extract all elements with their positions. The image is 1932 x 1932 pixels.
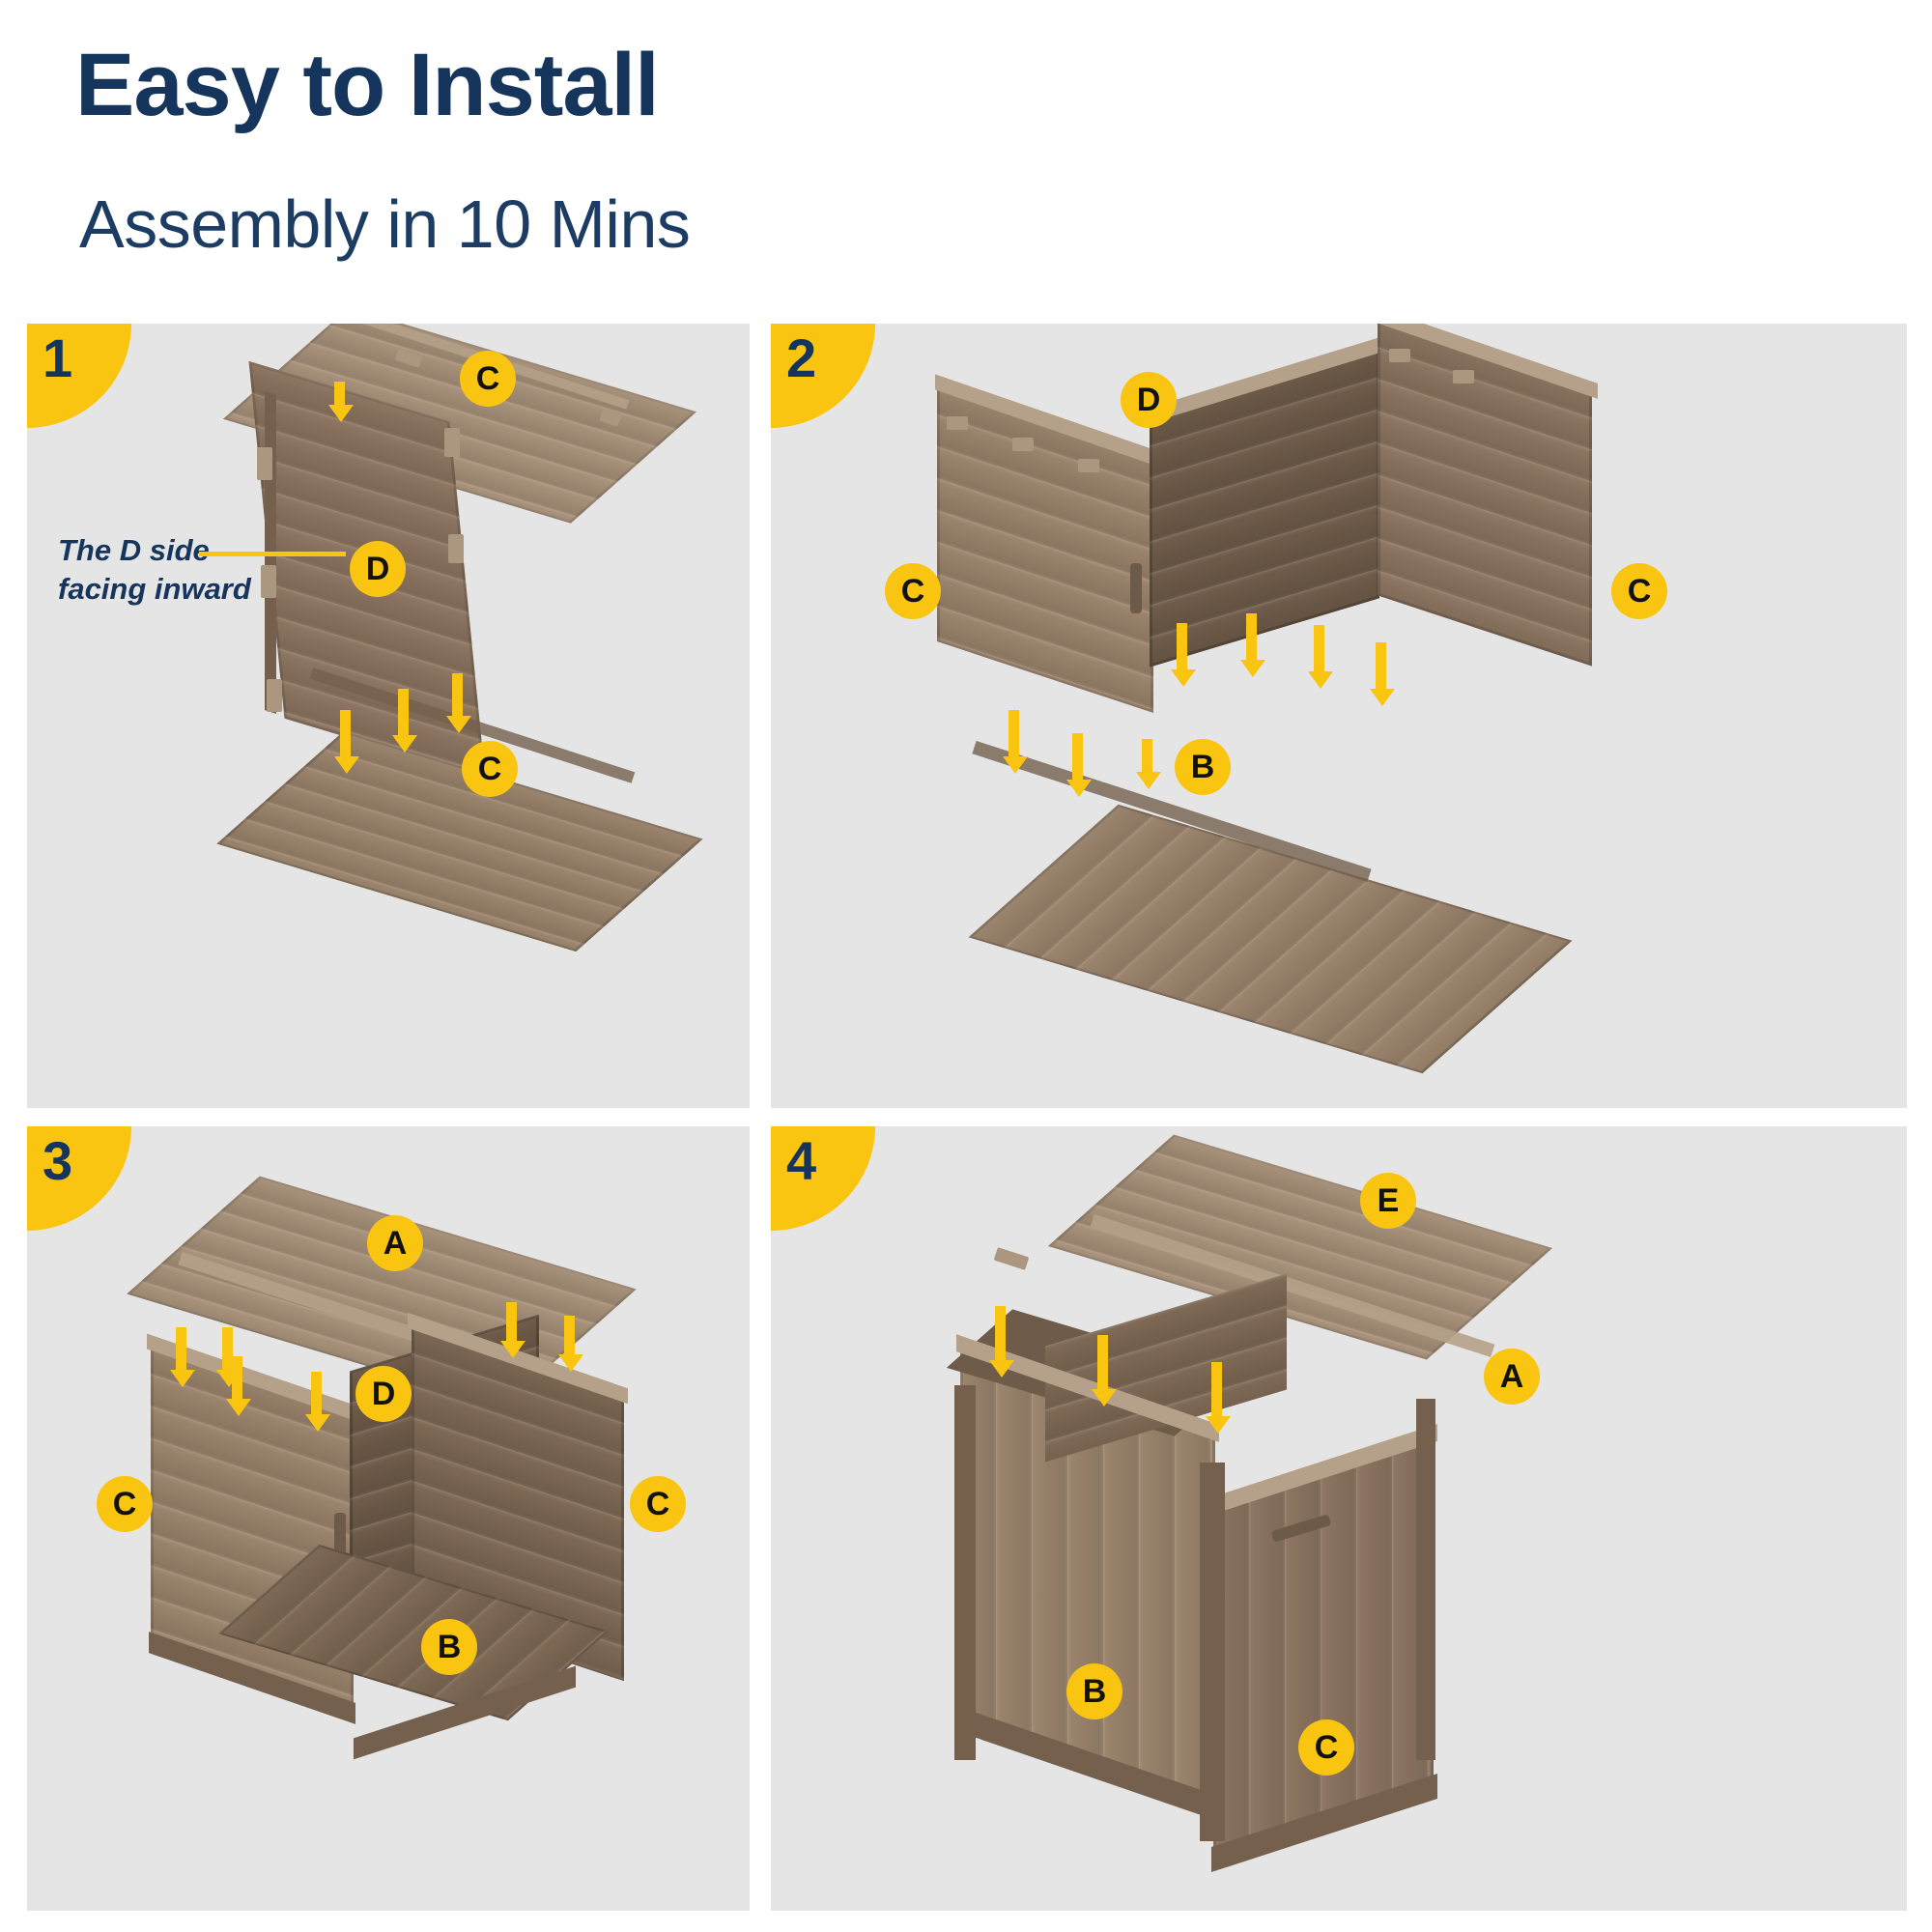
annotation-leader-line <box>199 552 346 556</box>
step-number-badge-4: 4 <box>771 1126 875 1231</box>
assembly-arrow <box>334 710 359 774</box>
part-corner-post <box>954 1385 976 1760</box>
step-number: 3 <box>43 1130 73 1191</box>
part-label-c-right: C <box>1611 563 1667 619</box>
part-tab <box>1389 349 1410 362</box>
part-tab <box>993 1247 1030 1270</box>
part-label-d: D <box>350 541 406 597</box>
part-tab <box>1078 459 1099 472</box>
part-label-e-lid: E <box>1360 1173 1416 1229</box>
part-tab <box>1453 370 1474 384</box>
part-corner-post <box>1416 1399 1435 1760</box>
part-tab <box>444 428 460 457</box>
step-number-badge-2: 2 <box>771 324 875 428</box>
step-number-badge-3: 3 <box>27 1126 131 1231</box>
page-title: Easy to Install <box>75 36 660 134</box>
step-number: 2 <box>786 327 817 388</box>
assembly-arrow <box>1066 733 1092 797</box>
step-number: 1 <box>43 327 73 388</box>
assembly-arrow <box>558 1316 583 1372</box>
part-label-a-lid: A <box>367 1215 423 1271</box>
annotation-d-side: The D side facing inward <box>58 533 251 606</box>
assembly-arrow <box>226 1356 251 1416</box>
part-left-wall-c <box>937 383 1153 713</box>
assembly-arrow <box>1092 1335 1117 1406</box>
part-label-c-base: C <box>462 741 518 797</box>
part-label-b-front: B <box>1066 1663 1122 1719</box>
part-tab <box>257 447 272 480</box>
part-tab <box>1012 438 1034 451</box>
part-label-b-base: B <box>1175 739 1231 795</box>
part-label-c-right: C <box>630 1476 686 1532</box>
assembly-arrow <box>1136 739 1161 789</box>
assembly-arrow <box>1003 710 1028 774</box>
part-tab <box>947 416 968 430</box>
header: Easy to Install Assembly in 10 Mins <box>0 0 1932 309</box>
part-label-c-top: C <box>460 351 516 407</box>
step-panel-1: The D side facing inward C D C 1 <box>27 324 750 1108</box>
assembly-arrow <box>170 1327 195 1387</box>
assembly-arrow <box>500 1302 526 1358</box>
step-panel-4: E A B C 4 <box>771 1126 1907 1911</box>
part-label-c-right: C <box>1298 1719 1354 1776</box>
assembly-arrow <box>1240 613 1265 677</box>
step-panel-2: C D C B 2 <box>771 324 1907 1108</box>
part-corner-post <box>1200 1463 1225 1841</box>
part-label-d-back: D <box>355 1366 412 1422</box>
assembly-arrow <box>1206 1362 1231 1434</box>
assembly-arrow <box>328 382 354 422</box>
page-subtitle: Assembly in 10 Mins <box>79 186 691 262</box>
part-handle <box>1130 563 1142 613</box>
part-label-a: A <box>1484 1349 1540 1405</box>
part-label-d-back: D <box>1121 372 1177 428</box>
part-tab <box>448 534 464 563</box>
assembly-arrow <box>446 673 471 733</box>
part-back-wall-d <box>1150 345 1379 668</box>
part-label-b-base: B <box>421 1619 477 1675</box>
assembly-arrow <box>1370 642 1395 706</box>
assembly-arrow <box>1171 623 1196 687</box>
part-label-c-left: C <box>885 563 941 619</box>
part-label-c-left: C <box>97 1476 153 1532</box>
part-tab <box>261 565 276 598</box>
step-number-badge-1: 1 <box>27 324 131 428</box>
step-panel-3: A D C C B 3 <box>27 1126 750 1911</box>
assembly-arrow <box>305 1372 330 1432</box>
part-tab <box>267 679 282 712</box>
assembly-arrow <box>989 1306 1014 1378</box>
assembly-arrow <box>392 689 417 753</box>
step-number: 4 <box>786 1130 817 1191</box>
assembly-arrow <box>1308 625 1333 689</box>
